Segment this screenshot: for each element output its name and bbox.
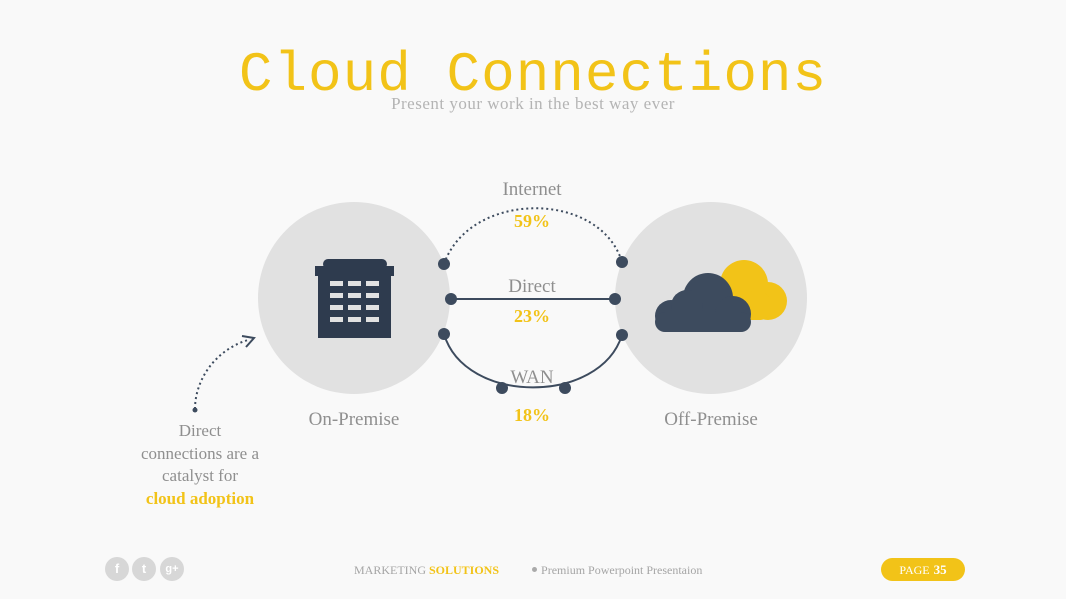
twitter-glyph: t [141, 561, 147, 576]
note-arrow-start-dot [192, 407, 198, 413]
connection-dot [438, 258, 450, 270]
connection-dot [616, 329, 628, 341]
on-premise-label: On-Premise [308, 409, 400, 430]
internet-connection-line [443, 207, 623, 265]
page-title: Cloud Connections [238, 43, 828, 107]
twitter-icon[interactable]: t [132, 557, 156, 581]
connection-dot [609, 293, 621, 305]
connection-dot [496, 382, 508, 394]
note-text: Direct connections are a catalyst for cl… [110, 420, 290, 510]
wan-percent: 18% [514, 405, 550, 425]
facebook-glyph: f [114, 561, 120, 576]
google-plus-icon[interactable]: g+ [160, 557, 184, 581]
note-line: Direct [178, 421, 222, 440]
footer-brand-2: SOLUTIONS [429, 563, 500, 577]
facebook-icon[interactable]: f [105, 557, 129, 581]
page-subtitle: Present your work in the best way ever [391, 94, 675, 113]
note-line: catalyst for [162, 466, 238, 485]
wan-label: WAN [510, 367, 554, 388]
connection-dot [559, 382, 571, 394]
off-premise-label: Off-Premise [664, 409, 758, 430]
page-number: 35 [933, 562, 947, 577]
direct-percent: 23% [514, 306, 550, 326]
internet-percent: 59% [514, 211, 550, 231]
footer-tagline: Premium Powerpoint Presentaion [541, 563, 703, 577]
google-plus-glyph: g+ [165, 563, 179, 575]
page-label: PAGE [899, 563, 930, 577]
wan-connection-line [443, 333, 623, 389]
connection-dot [445, 293, 457, 305]
note-highlight: cloud adoption [145, 488, 255, 508]
internet-label: Internet [502, 179, 562, 200]
direct-label: Direct [508, 276, 556, 297]
note-arrow [194, 339, 249, 410]
footer-brand: MARKETING SOLUTIONS Premium Powerpoint P… [354, 563, 702, 578]
cloud-icon [655, 260, 787, 332]
connection-dot [438, 328, 450, 340]
note-line: connections are a [141, 443, 259, 463]
arrow-head-icon [241, 335, 256, 348]
building-icon [315, 259, 394, 338]
connection-dot [616, 256, 628, 268]
footer-brand-1: MARKETING [354, 563, 426, 577]
bullet-icon [532, 567, 538, 572]
